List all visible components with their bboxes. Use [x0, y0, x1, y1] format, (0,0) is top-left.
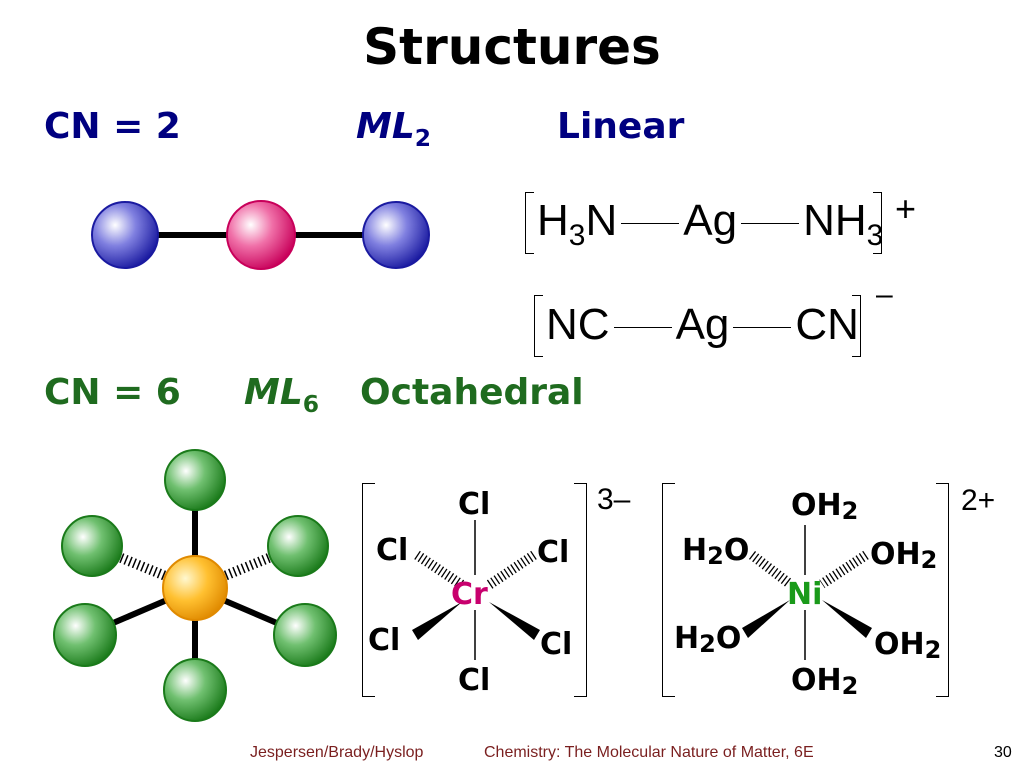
bracket-left [362, 483, 375, 697]
ligand-sphere-upper-left [61, 515, 123, 577]
ligand-sphere-left [91, 201, 159, 269]
cr-ligand-top: Cl [458, 487, 491, 522]
ni-ligand-lower-left: H2O [674, 621, 742, 658]
ligand-sphere-lower-left [53, 603, 117, 667]
bond-line [741, 222, 800, 224]
octahedral-ball-stick-model [53, 449, 337, 722]
ml2-label: ML2 [356, 106, 432, 153]
ligand-sphere-upper-right [267, 515, 329, 577]
bracket-left [662, 483, 675, 697]
bracket-right [574, 483, 587, 697]
cr-ligand-upper-right: Cl [537, 535, 570, 570]
bond-line [733, 326, 792, 328]
ml6-label: ML6 [244, 372, 320, 419]
page-number: 30 [994, 744, 1012, 761]
bracket-left [534, 295, 543, 357]
cr-ligand-bottom: Cl [458, 663, 491, 698]
charge-minus: – [876, 278, 893, 311]
ligand-sphere-lower-right [273, 603, 337, 667]
ni-metal: Ni [787, 577, 823, 612]
charge-plus: + [895, 188, 917, 229]
footer-authors: Jespersen/Brady/Hyslop [250, 744, 424, 761]
cn2-label: CN = 2 [44, 106, 181, 147]
footer-book-title: Chemistry: The Molecular Nature of Matte… [484, 744, 814, 761]
slide-title: Structures [363, 18, 661, 76]
ligand-sphere-bottom [163, 658, 227, 722]
cr-metal: Cr [451, 577, 488, 612]
ni-ligand-upper-right: OH2 [870, 537, 938, 574]
cr-ligand-lower-right: Cl [540, 627, 573, 662]
metal-sphere [226, 200, 296, 270]
cn6-label: CN = 6 [44, 372, 181, 413]
cr-ligand-lower-left: Cl [368, 623, 401, 658]
bracket-right [873, 192, 882, 254]
bracket-right [852, 295, 861, 357]
bond-line [621, 222, 680, 224]
ligand-sphere-right [362, 201, 430, 269]
bracket-right [936, 483, 949, 697]
linear-label: Linear [557, 106, 685, 147]
cr-ligand-upper-left: Cl [376, 533, 409, 568]
bracket-left [525, 192, 534, 254]
octahedral-label: Octahedral [360, 372, 584, 413]
bond-line [613, 326, 672, 328]
linear-ball-stick-model [91, 200, 430, 270]
ni-charge: 2+ [961, 484, 996, 517]
ni-ligand-lower-right: OH2 [874, 627, 942, 664]
metal-sphere [162, 555, 228, 621]
cr-charge: 3– [597, 483, 631, 516]
ni-ligand-upper-left: H2O [682, 533, 750, 570]
ligand-sphere-top [164, 449, 226, 511]
ni-ligand-bottom: OH2 [791, 663, 859, 700]
cr-complex-bonds [412, 520, 540, 660]
ni-ligand-top: OH2 [791, 488, 859, 525]
ni-complex-bonds [742, 525, 872, 660]
